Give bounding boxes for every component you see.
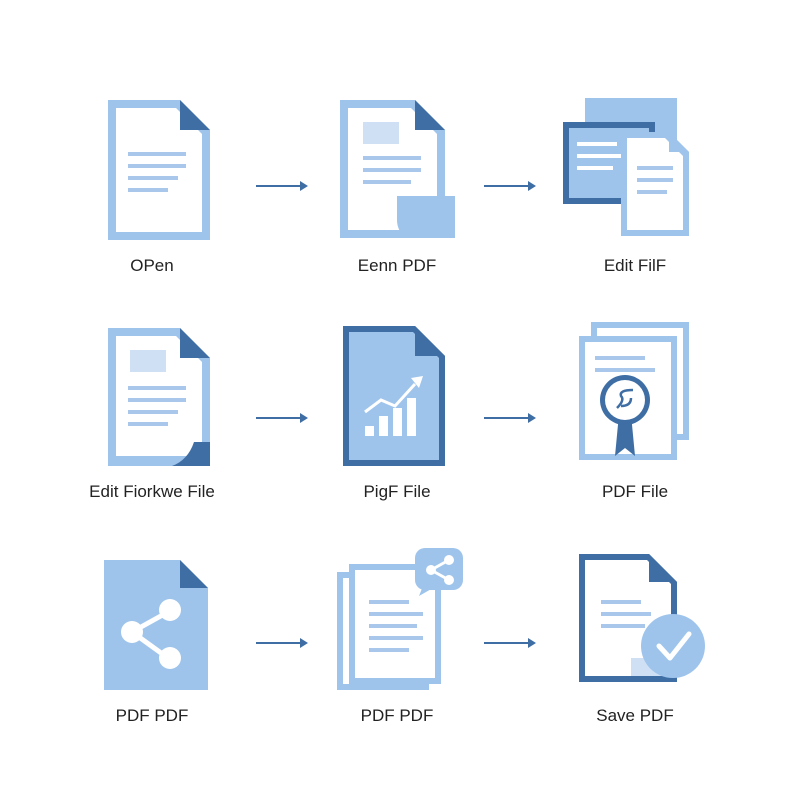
arrow-right-icon [484, 181, 536, 191]
step-label: PDF File [601, 482, 669, 501]
step-label: Eenn PDF [357, 256, 437, 275]
arrow-right-icon [256, 638, 308, 648]
certificate-document-icon [579, 322, 689, 460]
shared-documents-icon [337, 548, 463, 690]
step-save-pdf [545, 540, 745, 740]
arrow-right-icon [484, 413, 536, 423]
step-open-pdf [315, 80, 515, 280]
multi-document-icon [563, 98, 689, 236]
step-shared-pdf [315, 540, 515, 740]
step-share-pdf [80, 540, 280, 740]
arrow-right-icon [484, 638, 536, 648]
document-image-icon [340, 100, 455, 238]
arrow-right-icon [256, 413, 308, 423]
document-icon [108, 100, 210, 240]
step-label: PigF File [363, 482, 431, 501]
step-label: PDF PDF [115, 706, 189, 725]
check-document-icon [579, 554, 705, 682]
step-edit-fiorkwe-file [80, 310, 280, 510]
step-open [80, 80, 280, 280]
step-edit-file [545, 80, 745, 280]
step-label: Edit Fiorkwe File [89, 482, 215, 501]
step-label: Edit FilF [603, 256, 667, 275]
step-label: Save PDF [596, 706, 674, 725]
step-pdf-file [545, 310, 745, 510]
step-pigf-file [315, 310, 515, 510]
chart-document-icon [343, 326, 445, 466]
step-label: PDF PDF [360, 706, 434, 725]
share-document-icon [104, 560, 208, 690]
arrow-right-icon [256, 181, 308, 191]
document-curl-icon [108, 328, 210, 466]
step-label: OPen [130, 256, 174, 275]
